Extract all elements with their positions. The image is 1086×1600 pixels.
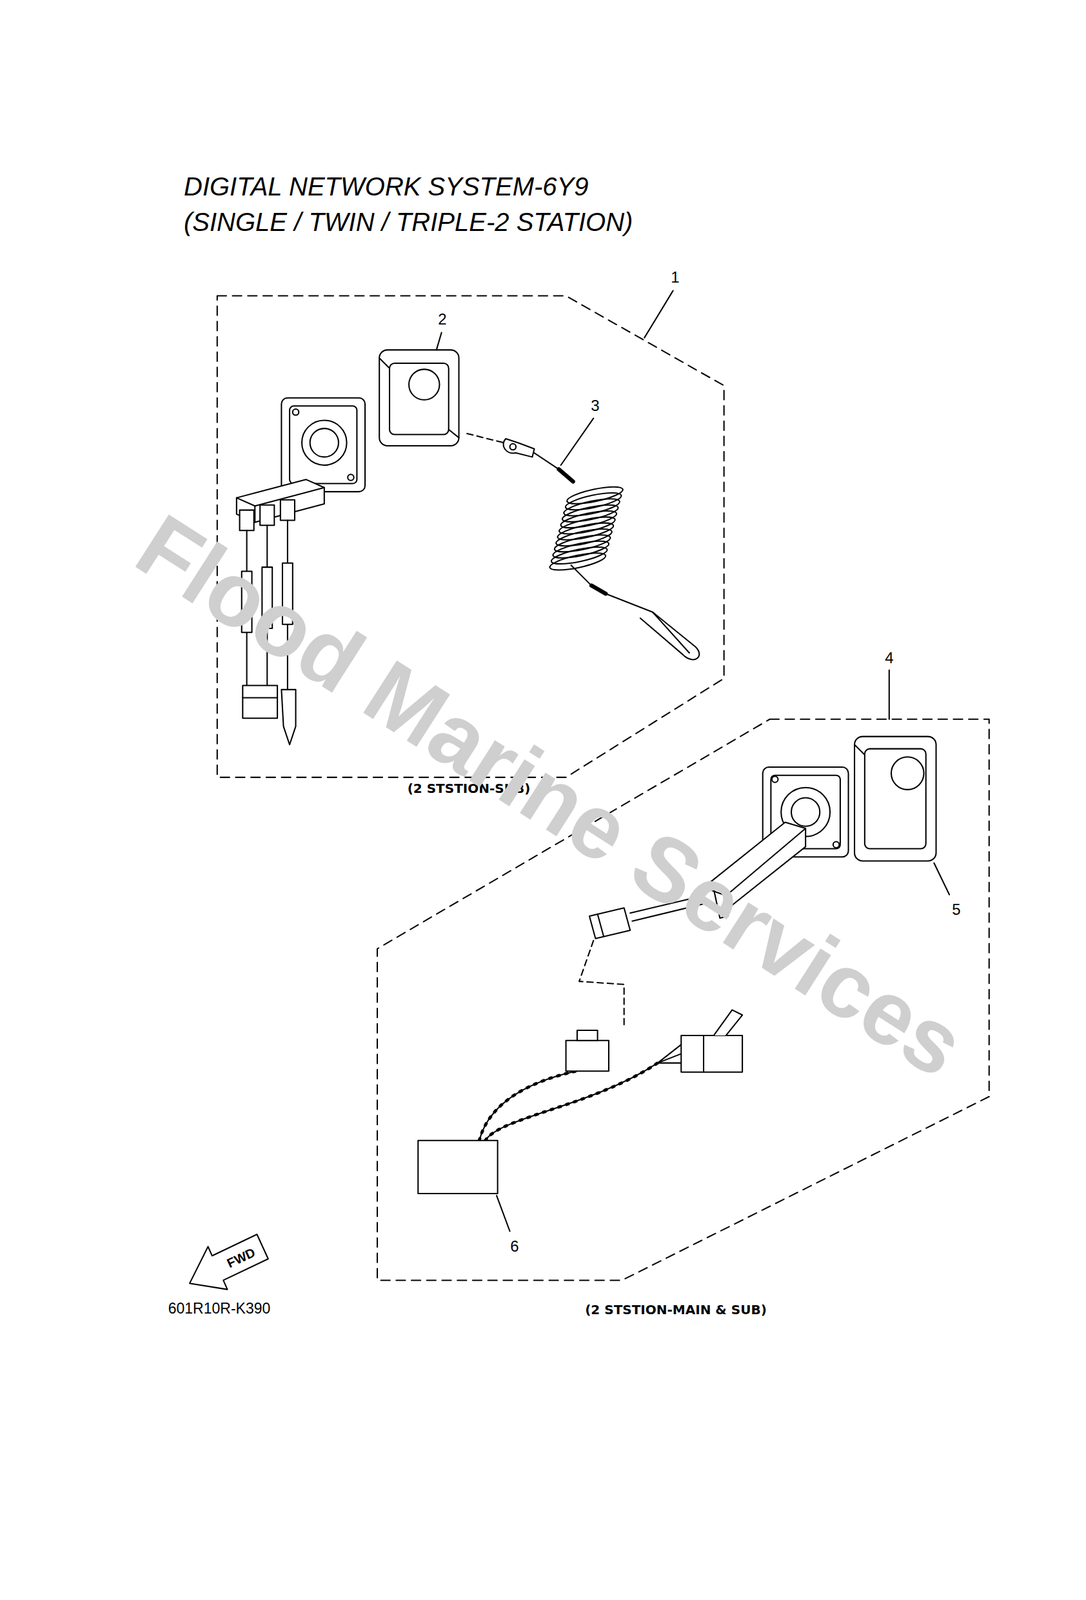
lanyard-cord bbox=[466, 417, 700, 660]
leader-line bbox=[436, 332, 442, 350]
callout-number: 3 bbox=[590, 396, 600, 415]
callout-number: 6 bbox=[510, 1236, 519, 1255]
title-line: DIGITAL NETWORK SYSTEM-6Y9 bbox=[183, 168, 633, 205]
section-caption: (2 STSTION-MAIN & SUB) bbox=[584, 1302, 767, 1317]
callout-number: 1 bbox=[670, 268, 680, 287]
callout-number: 2 bbox=[437, 310, 447, 329]
leader-line bbox=[496, 1194, 511, 1231]
direction-arrow bbox=[189, 1233, 269, 1289]
figure-code: 601R10R-K390 bbox=[168, 1299, 271, 1317]
leader-line bbox=[644, 290, 673, 338]
diagram-title: DIGITAL NETWORK SYSTEM-6Y9 (SINGLE / TWI… bbox=[183, 168, 633, 240]
wire-harness bbox=[417, 1009, 743, 1231]
callout-number: 5 bbox=[951, 900, 961, 919]
leader-line bbox=[888, 670, 890, 720]
title-line: (SINGLE / TWIN / TRIPLE-2 STATION) bbox=[183, 204, 633, 240]
leader-line bbox=[561, 417, 594, 465]
gasket bbox=[854, 736, 950, 895]
gasket bbox=[379, 332, 459, 446]
leader-line bbox=[933, 862, 950, 895]
callout-number: 4 bbox=[884, 648, 894, 667]
watermark: Flood Marine Services bbox=[119, 493, 983, 1097]
direction-label: FWD bbox=[225, 1244, 258, 1271]
